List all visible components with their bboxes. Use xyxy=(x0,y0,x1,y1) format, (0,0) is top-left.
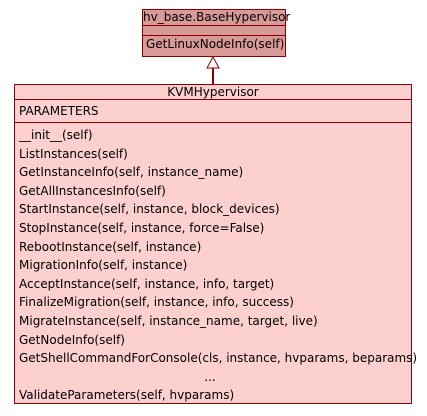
child-class-operations: __init__(self) ListInstances(self) GetIn… xyxy=(15,123,418,405)
parent-class-box[interactable]: hv_base.BaseHypervisor GetLinuxNodeInfo(… xyxy=(142,9,291,57)
operation-migrate-instance: MigrateInstance(self, instance_name, tar… xyxy=(19,313,318,328)
attribute-parameters: PARAMETERS xyxy=(19,104,99,118)
parent-class-operations: GetLinuxNodeInfo(self) xyxy=(143,36,285,53)
child-class-box[interactable]: KVMHypervisor PARAMETERS __init__(self) … xyxy=(14,84,418,405)
parent-class-name: hv_base.BaseHypervisor xyxy=(143,10,291,26)
operation-accept-instance: AcceptInstance(self, instance, info, tar… xyxy=(19,276,275,291)
operation-get-node-info: GetNodeInfo(self) xyxy=(19,332,125,347)
operation-get-instance-info: GetInstanceInfo(self, instance_name) xyxy=(19,165,244,180)
child-class-attributes: PARAMETERS xyxy=(15,100,411,123)
operation-get-all-instances-info: GetAllInstancesInfo(self) xyxy=(19,183,166,198)
operation-validate-parameters: ValidateParameters(self, hvparams) xyxy=(19,388,235,403)
operation-ellipsis: ... xyxy=(204,369,216,384)
operation-get-shell-command-for-console: GetShellCommandForConsole(cls, instance,… xyxy=(19,351,418,366)
operation-finalize-migration: FinalizeMigration(self, instance, info, … xyxy=(19,295,294,310)
parent-operation: GetLinuxNodeInfo(self) xyxy=(146,37,285,51)
operation-reboot-instance: RebootInstance(self, instance) xyxy=(19,239,202,254)
operation-stop-instance: StopInstance(self, instance, force=False… xyxy=(19,220,265,235)
operation-init: __init__(self) xyxy=(19,128,93,142)
parent-class-attributes xyxy=(143,26,285,36)
operation-list-instances: ListInstances(self) xyxy=(19,146,128,161)
operation-migration-info: MigrationInfo(self, instance) xyxy=(19,258,188,273)
operation-start-instance: StartInstance(self, instance, block_devi… xyxy=(19,202,280,217)
child-class-name: KVMHypervisor xyxy=(15,85,411,100)
